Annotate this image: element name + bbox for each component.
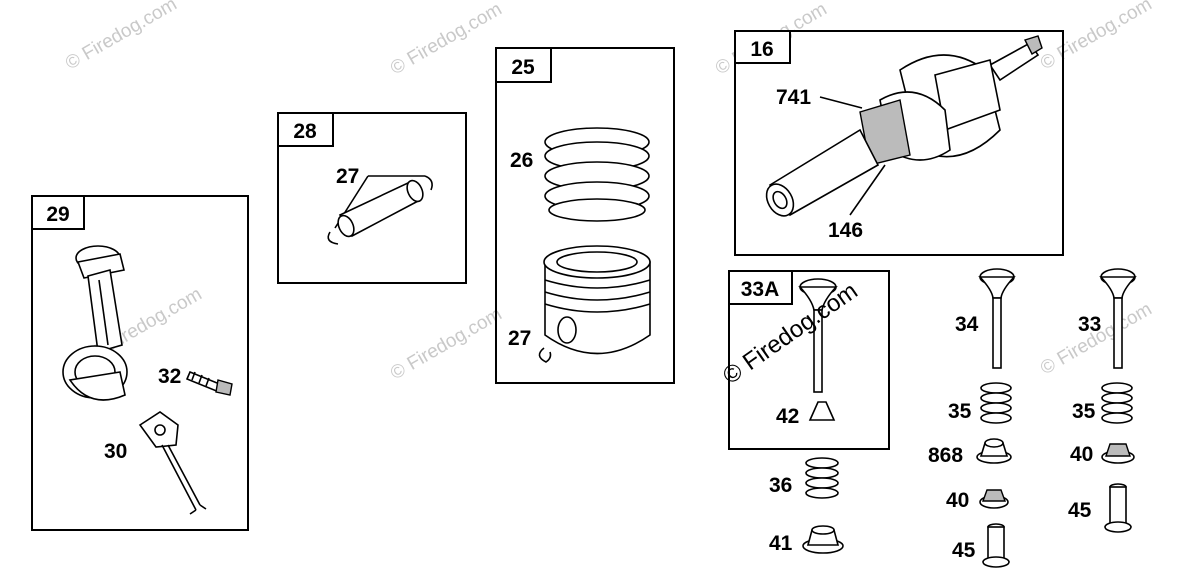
bolt-icon: [185, 370, 233, 396]
crankshaft-icon: [765, 35, 1043, 217]
leader-741: [819, 96, 863, 109]
box-28-tag: [277, 112, 334, 147]
group-33a-valve: 33A 42 © Firedog.com: [718, 270, 890, 450]
valve-retainer-icon: [979, 489, 1009, 509]
piston-rings-icon: [544, 127, 650, 222]
valve-tappet-icon: [1104, 483, 1132, 533]
watermark-text: © Firedog.com: [62, 0, 181, 74]
callout-40b: 40: [1070, 443, 1093, 466]
callout-45a: 45: [952, 539, 976, 562]
valve-icon: [978, 268, 1016, 369]
group-16-crankshaft: 16 741 146: [734, 30, 1064, 256]
valve-parts-column-1: 36 41: [769, 457, 844, 555]
piston-pin-icon: [337, 179, 424, 238]
box-29-tag: [31, 195, 85, 230]
callout-33: 33: [1078, 313, 1101, 336]
retaining-clip-icon: [327, 231, 339, 245]
valve-spring-icon: [1101, 382, 1133, 424]
box-28-frame: [277, 112, 467, 284]
box-16-frame: [734, 30, 1064, 256]
group-29-connecting-rod: 29 32 30: [31, 195, 249, 531]
valve-spring-icon: [805, 457, 839, 499]
watermark-text: © Firedog.com: [1037, 0, 1156, 74]
valve-keeper-icon: [808, 401, 836, 421]
watermark-text: © Firedog.com: [387, 304, 506, 385]
callout-27b: 27: [508, 327, 531, 350]
callout-30: 30: [104, 440, 127, 463]
callout-45b: 45: [1068, 499, 1092, 522]
callout-32: 32: [158, 365, 181, 388]
callout-868: 868: [928, 444, 963, 467]
piston-icon: [543, 245, 651, 355]
box-33a-label: 33A: [741, 278, 780, 301]
valve-seal-icon: [802, 525, 844, 554]
callout-34: 34: [955, 313, 979, 336]
valve-parts-column-2: 34 35 868 40 45: [928, 268, 1016, 568]
callout-35b: 35: [1072, 400, 1096, 423]
watermark-text: © Firedog.com: [1037, 299, 1156, 380]
valve-retainer-icon: [1101, 443, 1135, 464]
box-33a-frame: [728, 270, 890, 450]
callout-741: 741: [776, 86, 811, 109]
oil-dipper-icon: [138, 411, 207, 515]
group-28-piston-pin: 28 27: [277, 112, 467, 284]
box-25-tag: [495, 47, 552, 83]
valve-seal-icon: [976, 438, 1012, 464]
group-25-piston: 25 26 27: [495, 47, 675, 384]
retaining-clip-icon: [424, 175, 433, 191]
callout-41: 41: [769, 532, 793, 555]
connecting-rod-icon: [62, 245, 128, 401]
callout-42: 42: [776, 405, 799, 428]
valve-spring-icon: [980, 382, 1012, 424]
valve-icon: [1099, 268, 1137, 369]
box-25-label: 25: [511, 56, 535, 79]
valve-icon: [798, 278, 838, 393]
callout-40a: 40: [946, 489, 969, 512]
valve-parts-column-3: 33 35 40 45: [1068, 268, 1137, 533]
box-33a-tag: [728, 270, 793, 305]
box-16-label: 16: [750, 38, 773, 61]
watermark-text: © Firedog.com: [387, 0, 506, 79]
leader-146: [849, 164, 886, 216]
callout-27a: 27: [336, 165, 359, 188]
callout-36: 36: [769, 474, 792, 497]
box-29-label: 29: [46, 203, 69, 226]
valve-tappet-icon: [982, 523, 1010, 568]
box-28-label: 28: [293, 120, 317, 143]
box-16-tag: [734, 30, 791, 64]
box-25-frame: [495, 47, 675, 384]
callout-35a: 35: [948, 400, 972, 423]
box-29-frame: [31, 195, 249, 531]
callout-26: 26: [510, 149, 533, 172]
callout-146: 146: [828, 219, 863, 242]
retaining-clip-icon: [538, 347, 552, 363]
